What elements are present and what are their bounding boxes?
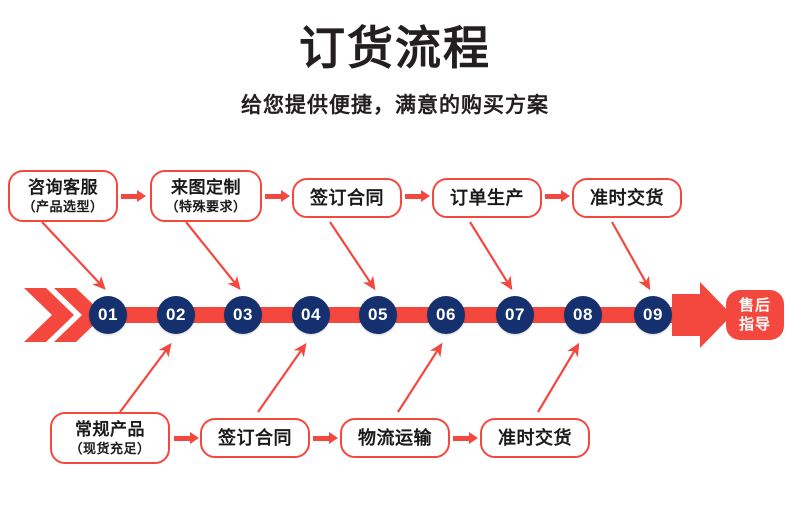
timeline-step-01-label: 01 (98, 305, 118, 324)
link-top5-to-step09 (611, 221, 651, 291)
link-bottom3-to-step06 (397, 342, 443, 413)
timeline-step-08-label: 08 (573, 305, 593, 324)
link-bottom4-to-step08 (537, 342, 580, 413)
link-top4-to-step07 (469, 221, 513, 291)
top-box-5[interactable]: 准时交货 (572, 178, 682, 218)
top-box-1-line1: 咨询客服 (28, 178, 98, 197)
top-connector-4 (545, 190, 570, 202)
link-top2-to-step03 (185, 221, 241, 291)
timeline-arrowhead-icon (672, 282, 732, 348)
link-top3-to-step05 (329, 221, 376, 291)
top-box-4[interactable]: 订单生产 (432, 178, 542, 218)
bottom-connector-2-shaft (313, 435, 329, 441)
bottom-box-2[interactable]: 签订合同 (200, 418, 310, 458)
top-connector-2-shaft (265, 193, 281, 199)
top-box-5-line1: 准时交货 (590, 187, 664, 208)
top-box-3[interactable]: 签订合同 (292, 178, 402, 218)
top-box-1[interactable]: 咨询客服 （产品选型） (8, 170, 118, 222)
timeline-step-07[interactable]: 07 (496, 296, 534, 334)
top-box-2-line1: 来图定制 (171, 178, 241, 197)
bottom-connector-3 (453, 432, 478, 444)
page-subtitle: 给您提供便捷，满意的购买方案 (241, 94, 549, 117)
link-bottom2-to-step04 (257, 342, 307, 413)
timeline-step-02-label: 02 (166, 305, 186, 324)
top-connector-2-arrowhead (281, 190, 290, 202)
timeline-step-06[interactable]: 06 (427, 296, 465, 334)
after-sales-badge-line2: 指导 (738, 316, 771, 333)
top-connector-1-shaft (121, 193, 137, 199)
after-sales-badge[interactable]: 售后 指导 (726, 290, 784, 340)
bottom-connector-2-arrowhead (329, 432, 338, 444)
bottom-connector-1 (174, 432, 199, 444)
bottom-box-3-line1: 物流运输 (358, 427, 432, 448)
bottom-connector-2 (313, 432, 338, 444)
bottom-box-4[interactable]: 准时交货 (480, 418, 590, 458)
link-top1-to-step01 (41, 221, 106, 290)
bottom-connector-3-arrowhead (469, 432, 478, 444)
bottom-box-1-line1: 常规产品 (75, 420, 145, 439)
link-bottom1-to-step02 (119, 342, 172, 413)
after-sales-badge-line1: 售后 (738, 297, 771, 314)
bottom-box-2-line1: 签订合同 (218, 427, 292, 448)
bottom-box-1[interactable]: 常规产品 （现货充足） (50, 412, 170, 464)
top-connector-4-shaft (545, 193, 561, 199)
bottom-box-3[interactable]: 物流运输 (340, 418, 450, 458)
top-connector-2 (265, 190, 290, 202)
timeline-step-04-label: 04 (301, 305, 321, 324)
bottom-connector-1-arrowhead (190, 432, 199, 444)
top-box-2[interactable]: 来图定制 （特殊要求） (150, 170, 262, 222)
top-connector-4-arrowhead (561, 190, 570, 202)
bottom-box-1-line2: （现货充足） (69, 441, 151, 456)
page-title: 订货流程 (299, 22, 491, 74)
timeline-step-08[interactable]: 08 (564, 296, 602, 334)
timeline-step-03-label: 03 (233, 305, 253, 324)
timeline-step-03[interactable]: 03 (224, 296, 262, 334)
bottom-connector-1-shaft (174, 435, 190, 441)
timeline-step-05[interactable]: 05 (359, 296, 397, 334)
timeline-step-01[interactable]: 01 (89, 296, 127, 334)
bottom-connector-3-shaft (453, 435, 469, 441)
top-connector-1-arrowhead (137, 190, 146, 202)
top-connector-3 (405, 190, 430, 202)
timeline-step-07-label: 07 (505, 305, 525, 324)
top-connector-1 (121, 190, 146, 202)
bottom-box-4-line1: 准时交货 (498, 427, 572, 448)
timeline-step-05-label: 05 (368, 305, 388, 324)
top-box-2-line2: （特殊要求） (165, 199, 247, 214)
top-box-4-line1: 订单生产 (450, 187, 524, 208)
timeline-step-02[interactable]: 02 (157, 296, 195, 334)
timeline-step-09[interactable]: 09 (634, 296, 672, 334)
timeline-step-06-label: 06 (436, 305, 456, 324)
top-box-3-line1: 签订合同 (310, 187, 384, 208)
top-connector-3-shaft (405, 193, 421, 199)
top-box-1-line2: （产品选型） (22, 199, 104, 214)
timeline-step-04[interactable]: 04 (292, 296, 330, 334)
top-connector-3-arrowhead (421, 190, 430, 202)
timeline-step-09-label: 09 (643, 305, 663, 324)
